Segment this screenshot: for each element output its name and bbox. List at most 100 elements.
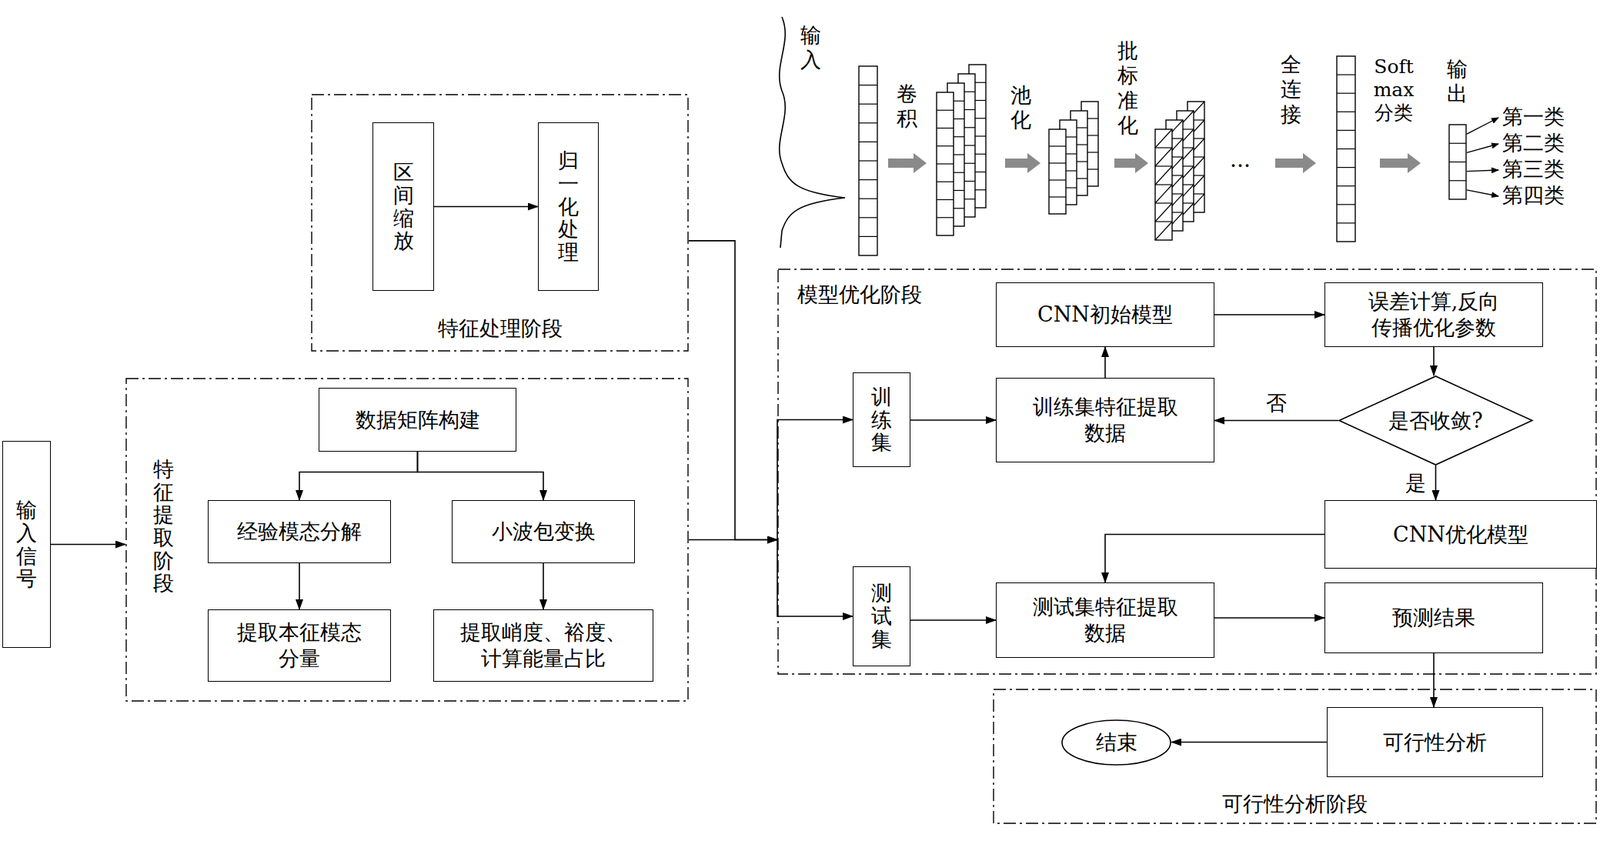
cell-divider [936,199,954,201]
feature-column [936,92,954,236]
node-text: 预测结果 [1392,604,1476,632]
cell-divider [1336,130,1356,131]
process-box: 区间缩放 [372,122,435,291]
cell-hatch [1155,184,1173,204]
figure-label: 输入 [800,23,822,74]
cell-divider [1155,220,1173,222]
process-box: 小波包变换 [451,500,635,564]
column-outline [1336,56,1356,242]
dash-dot-border [778,269,1597,675]
cell-divider [1449,143,1467,144]
node-text: 误差计算,反向 传播优化参数 [1356,288,1511,341]
figure-label: 输出 [1446,56,1468,107]
process-box: 训练集 [852,372,911,468]
cell-divider [1449,161,1467,163]
cell-divider [858,198,878,200]
node-text: 提取本征模态 分量 [230,619,369,672]
cell-divider [936,127,954,129]
cell-divider [1449,180,1467,181]
connector [417,451,545,501]
cell-divider [858,84,878,86]
cell-divider [858,122,878,124]
connector [50,544,126,546]
stage-group: 特征提取阶段 数据矩阵构建经验模态分解 小波包变换提取本征模态 分量 提取峭度、裕度、… [125,377,689,702]
cell-divider [858,179,878,181]
cell-divider [1336,185,1356,187]
cell-divider [936,145,954,147]
cell-hatch [1155,166,1173,185]
figure-label: 第一类 [1502,104,1565,130]
flow-arrow [1005,153,1041,174]
diamond-shape [1339,376,1533,465]
cell-divider [1155,165,1173,167]
process-box: 误差计算,反向 传播优化参数 [1324,282,1544,348]
cell-divider [1336,93,1356,94]
process-box: 预测结果 [1324,582,1544,654]
cell-hatch [1155,147,1173,167]
dash-dot-border [993,689,1597,824]
node-text: 测试集 [871,581,892,651]
stage-title: 可行性分析阶段 [992,790,1597,819]
process-box: 提取峭度、裕度、 计算能量占比 [433,609,654,682]
class-arrow [1466,143,1499,153]
cell-divider [1336,73,1356,75]
class-arrow [1466,170,1499,172]
connector [542,563,545,610]
figure-label: 池化 [1010,83,1032,134]
cell-divider [858,141,878,143]
node-text: 小波包变换 [491,518,596,545]
column-outline [1449,124,1467,200]
cell-divider [858,217,878,218]
cell-divider [1336,203,1356,205]
connector [1104,347,1106,378]
stage-title: 模型优化阶段 [797,280,922,309]
process-box: 经验模态分解 [207,500,391,564]
node-text: 测试集特征提取 数据 [1028,594,1183,647]
process-box: 可行性分析 [1326,707,1544,778]
cell-hatch [1155,129,1173,148]
node-text: CNN初始模型 [1037,301,1173,328]
cell-divider [936,110,954,111]
connector [688,240,778,541]
decision-diamond: 是否收敛? [1338,375,1534,466]
connector [1214,420,1339,422]
feature-column [1155,129,1173,241]
edge-label: 是 [1402,471,1429,495]
process-box: 测试集 [852,566,911,667]
process-box: 输入信号 [2,440,51,649]
node-text: 区间缩放 [393,160,415,253]
node-text: CNN优化模型 [1392,521,1529,548]
cell-divider [1155,146,1173,148]
flow-arrow [888,153,927,174]
connector [910,619,996,622]
stage-title: 特征提取阶段 [153,457,174,595]
connector [1435,465,1437,501]
flow-arrow [1114,153,1149,174]
node-text: 提取峭度、裕度、 计算能量占比 [454,619,633,672]
feature-column [1336,56,1356,242]
process-box: CNN初始模型 [995,282,1215,348]
figure-label: 第三类 [1502,156,1565,182]
cell-divider [1336,167,1356,168]
node-text: 经验模态分解 [237,518,362,545]
process-box: 数据矩阵构建 [318,387,517,452]
edge-label: 否 [1263,391,1290,415]
node-text: 可行性分析 [1382,729,1487,756]
column-outline [936,92,954,236]
feature-column [1048,129,1066,214]
connector [298,563,301,610]
cell-divider [1336,222,1356,224]
figure-label: 第二类 [1502,130,1565,156]
process-box: CNN优化模型 [1324,500,1597,569]
flow-arrow [1275,153,1317,174]
cell-divider [858,236,878,238]
ellipse-shape [1062,720,1171,765]
dash-dot-border [311,94,689,351]
terminal-ellipse: 结束 [1061,719,1172,766]
process-box: 测试集特征提取 数据 [995,582,1215,659]
node-text: 训练集特征提取 数据 [1028,394,1183,447]
figure-label: 卷积 [896,81,918,132]
cell-hatch [1155,203,1173,222]
stage-group: 模型优化阶段训练集 CNN初始模型 误差计算,反向 传播优化参数训练集特征提取 数据… [777,268,1597,675]
